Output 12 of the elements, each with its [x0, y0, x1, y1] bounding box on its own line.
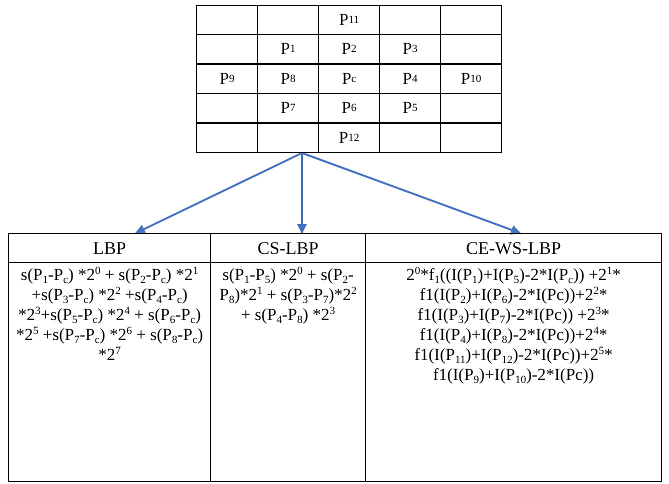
column-header: CS-LBP [211, 234, 365, 263]
column-header: LBP [9, 234, 210, 263]
formula-text: s(P$_{1}$-P$_{c}$) *2$^{0}$ + s(P$_{2}$-P$_{c}$) *2$^{1}$ +s(P$_{3}$-P$_{c}$) *2$^{2}$ +s(P$_{4}$-P$_{c}$) *2$^{3}$+s(P$_{5}$-P$_{c}$) *2$^{4}$ + s(P$_{6}$-P$_{c}$) *2$^{5}$ +s(P$_{7}$-P$_{c}$) *2$^{6}$ + s(P$_{8}$-P$_{c}$) *2$^{7}$ [14, 264, 204, 366]
table-column [365, 233, 662, 482]
table-column [210, 233, 366, 482]
formula-text: s(P$_{1}$-P$_{5}$) *2$^{0}$ + s(P$_{2}$-P$_{8}$)*2$^{1}$ + s(P$_{3}$-P$_{7}$)*2$^{2}$ + s(P$_{4}$-P$_{8}$) *2$^{3}$ [218, 264, 358, 327]
arrow [135, 152, 302, 234]
arrow [297, 153, 307, 234]
table-column [8, 233, 211, 482]
formula-text: 2$^{0}$*f$_{1}$((I(P$_{1}$)+I(P$_{5}$)-2*I(P$_{c}$)) +2$^{1}$* f1(I(P$_{2}$)+I(P$_{6}$)-2*I(Pc))+2$^{2}$* f1(I(P$_{3}$)+I(P$_{7}$)-2*I(Pc)) +2$^{3}$* f1(I(P$_{4}$)+I(P$_{8}$)-2*I(Pc))+2$^{4}$* f1(I(P$_{11}$)+I(P$_{12}$)-2*I(Pc))+2$^{5}$* f1(I(P$_{9}$)+I(P$_{10}$)-2*I(Pc)) [405, 264, 622, 387]
column-header: CE-WS-LBP [366, 234, 661, 263]
arrow [302, 152, 521, 235]
